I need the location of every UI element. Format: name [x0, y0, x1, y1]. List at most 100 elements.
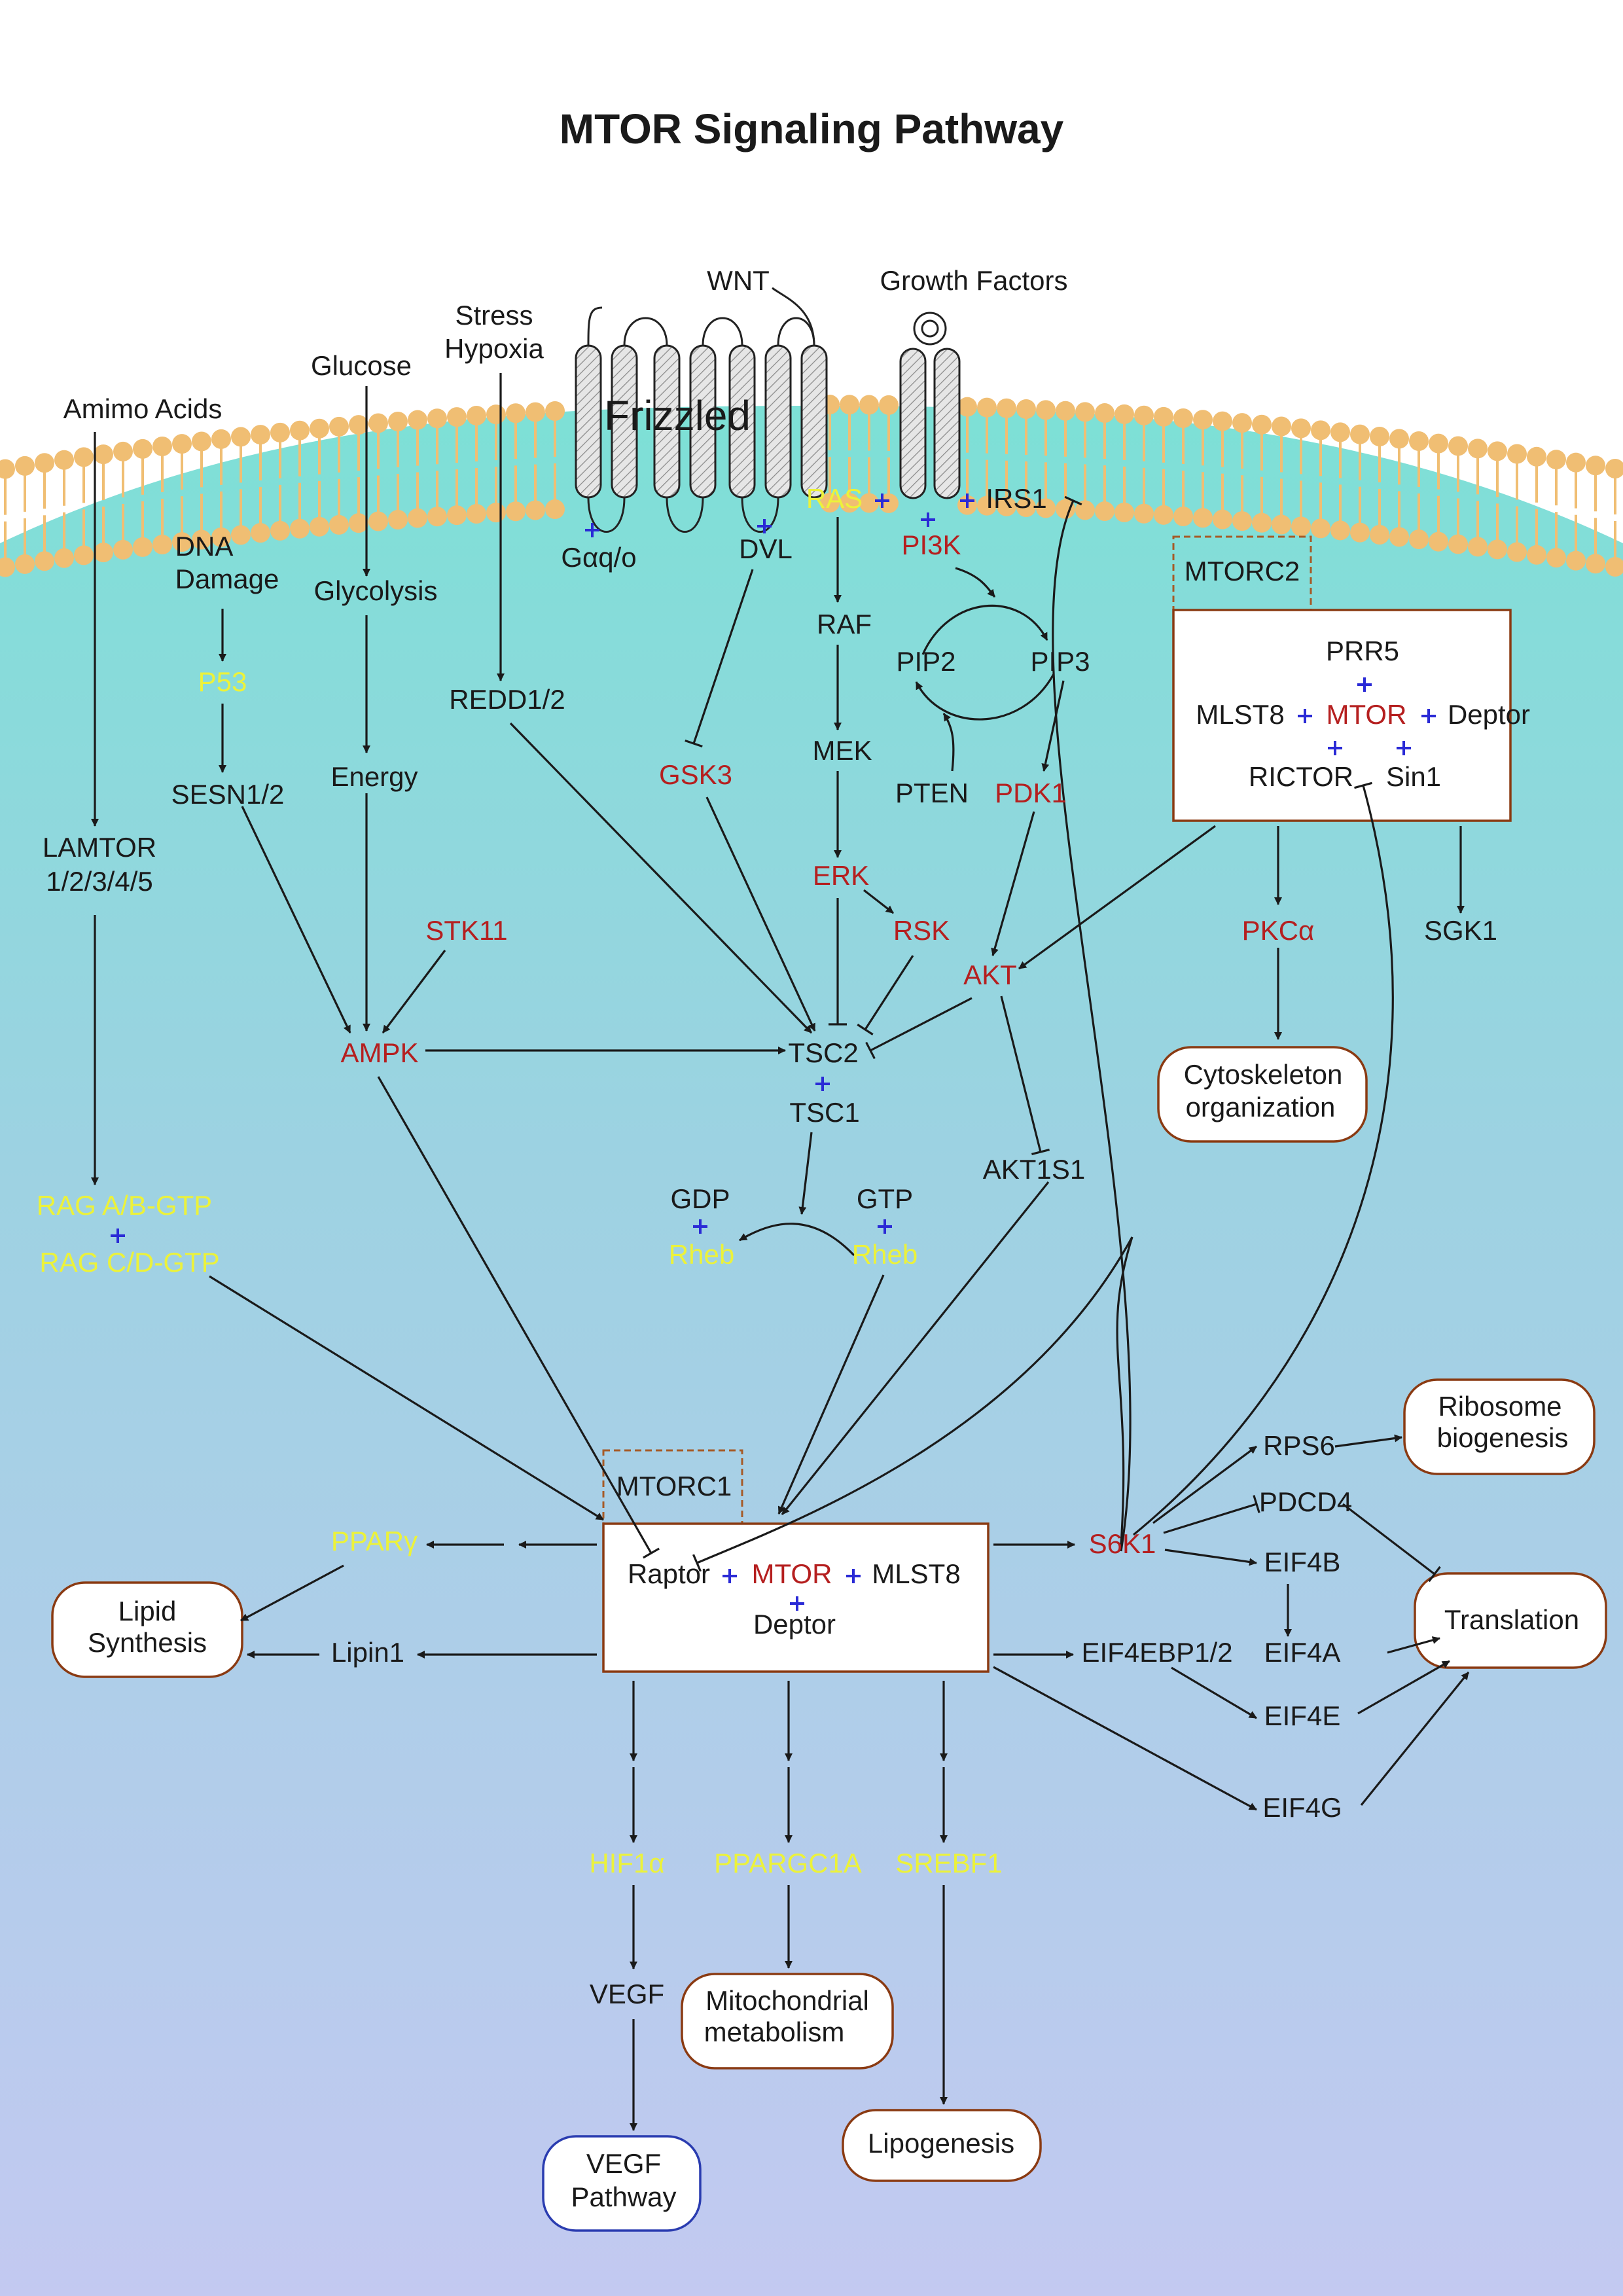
lipid-head — [1527, 545, 1546, 565]
label-translation: Translation — [1444, 1604, 1579, 1635]
plus-deptor-c1 — [790, 1596, 804, 1611]
label-pten: PTEN — [895, 778, 969, 808]
lipid-head — [231, 525, 251, 545]
lipid-head — [408, 508, 427, 528]
label-energy: Energy — [330, 761, 418, 792]
edge-pten-pip — [942, 713, 955, 772]
lipid-head — [270, 520, 290, 541]
label-gdp: GDP — [670, 1183, 730, 1214]
lipid-head — [1232, 511, 1252, 531]
lipid-head — [467, 406, 486, 426]
label-pkca: PKCα — [1242, 915, 1315, 946]
cytoskeleton-box — [1157, 1046, 1368, 1143]
plus-gdp — [693, 1219, 707, 1234]
label-ampk: AMPK — [340, 1037, 418, 1068]
outcome-boxes — [51, 1046, 1607, 2232]
lipid-head — [211, 429, 231, 449]
edge-tsc1-rheb — [798, 1132, 813, 1215]
page-title: MTOR Signaling Pathway — [560, 105, 1064, 152]
edge-rheb-mtorc1 — [777, 1274, 885, 1515]
lipid-head — [94, 444, 113, 465]
lipid-head — [329, 514, 349, 535]
lipid-head — [15, 554, 35, 574]
lipid-head — [15, 456, 35, 476]
label-eif4g: EIF4G — [1262, 1792, 1342, 1823]
lipid-head — [290, 420, 310, 440]
label-hypoxia: Hypoxia — [444, 333, 544, 364]
lipid-head — [1468, 439, 1488, 459]
lipid-head — [74, 545, 94, 565]
lipid-head — [447, 407, 467, 427]
label-mlst8-c2: MLST8 — [1196, 699, 1284, 730]
plus-pi3k-irs1 — [960, 493, 974, 508]
lipid-head — [1468, 537, 1488, 557]
mtorc2-tag-box — [1172, 535, 1312, 611]
label-amino-acids: Amimo Acids — [63, 393, 223, 424]
lipid-head — [1095, 501, 1115, 522]
lipid-head — [1330, 422, 1350, 442]
label-rheb-gdp: Rheb — [669, 1239, 734, 1270]
lipid-head — [1448, 436, 1468, 456]
label-sgk1: SGK1 — [1424, 915, 1497, 946]
edge-ampk-raptor — [377, 1076, 652, 1554]
label-deptor-c2: Deptor — [1448, 699, 1530, 730]
gf-receptor-helix-left — [899, 348, 927, 499]
lipid-synthesis-box — [51, 1581, 243, 1678]
plus-mlst8-mtor-c2 — [1298, 709, 1312, 723]
label-deptor-c1: Deptor — [753, 1609, 836, 1640]
lipid-head — [1232, 413, 1252, 433]
edge-eif4ebp-eif4e — [1171, 1666, 1257, 1719]
lipid-head — [310, 418, 329, 439]
lipid-head — [1409, 529, 1429, 549]
lipid-head — [1075, 402, 1095, 422]
mtorc2-box — [1172, 609, 1512, 822]
label-frizzled: Frizzled — [604, 392, 751, 439]
label-prr5: PRR5 — [1326, 636, 1399, 666]
label-damage: Damage — [175, 564, 279, 594]
lipid-head — [1075, 500, 1095, 520]
edge-redd-tsc2 — [509, 722, 813, 1034]
plus-raptor-mtor — [722, 1569, 737, 1583]
lipid-head — [1036, 498, 1056, 518]
edge-sesn-ampk — [241, 806, 351, 1033]
edge-pdcd4-translation-bar — [1428, 1566, 1441, 1583]
lipid-head — [349, 513, 368, 533]
lipid-head — [251, 523, 270, 543]
edge-pip2-pip3 — [921, 604, 1048, 655]
lipid-head — [1154, 406, 1173, 427]
label-ribo-1: Ribosome — [1438, 1391, 1561, 1422]
lipid-head — [408, 410, 427, 430]
edge-erk-rsk — [863, 889, 894, 914]
label-cyto-1: Cytoskeleton — [1184, 1059, 1343, 1090]
lipid-head — [1586, 554, 1605, 574]
lipid-head — [1370, 524, 1389, 545]
lipid-head — [1448, 534, 1468, 554]
edge-rsk-tsc2 — [864, 955, 914, 1030]
edge-rag-mtorc1 — [209, 1275, 604, 1521]
plus-mtor-deptor-c2 — [1421, 709, 1436, 723]
lipid-head — [977, 397, 997, 418]
lipid-head — [1173, 408, 1193, 428]
lipid-head — [840, 395, 859, 415]
lipid-head — [211, 527, 231, 547]
lipid-head — [1272, 514, 1291, 535]
edge-pip3-pdk1 — [1041, 680, 1065, 772]
lipid-head — [1330, 520, 1350, 541]
lipid-head — [1154, 505, 1173, 525]
lipid-head — [290, 518, 310, 539]
edge-dvl-gsk3 — [692, 569, 754, 744]
edge-eif4e-translation — [1357, 1660, 1450, 1715]
label-s6k1: S6K1 — [1089, 1528, 1156, 1559]
lipid-head — [1507, 444, 1527, 464]
lipid-head — [486, 404, 506, 425]
frizzled-loop — [623, 317, 668, 346]
label-glucose: Glucose — [311, 350, 412, 381]
edge-pdk1-akt — [991, 811, 1035, 956]
label-mtorc2: MTORC2 — [1185, 556, 1300, 586]
edge-s6k1-raptor-bar — [692, 1554, 702, 1572]
lipid-head — [1115, 502, 1134, 522]
edge-rps6-ribo — [1334, 1434, 1402, 1448]
frizzled-receptor — [575, 287, 828, 533]
frizzled-c-terminus — [587, 306, 603, 346]
